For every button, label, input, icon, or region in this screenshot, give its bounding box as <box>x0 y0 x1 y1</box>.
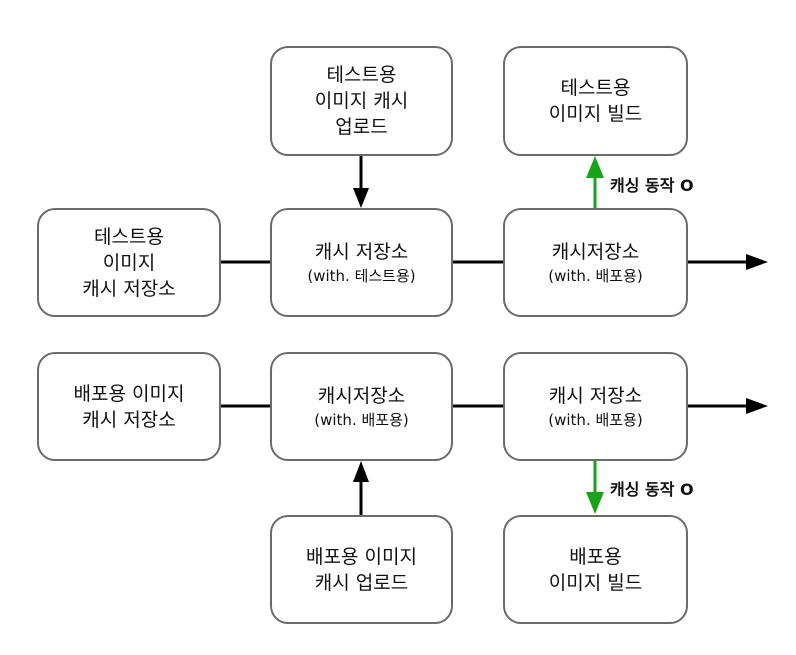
edge-label-top-caching: 캐싱 동작 O <box>610 176 694 195</box>
arrowhead-deploy-build <box>586 492 604 514</box>
arrowhead-row1-output <box>746 254 768 270</box>
node-cache-storage-with-deploy-right: 캐시 저장소 (with. 배포용) <box>503 352 688 461</box>
edge-label-bottom-caching: 캐싱 동작 O <box>610 480 694 499</box>
node-title: 캐시 저장소 <box>548 384 643 407</box>
node-cache-storage-with-test: 캐시 저장소 (with. 테스트용) <box>270 208 453 317</box>
node-label-line: 배포용 <box>569 545 622 568</box>
node-test-image-cache-upload: 테스트용 이미지 캐시 업로드 <box>270 46 453 156</box>
node-deploy-image-cache-upload: 배포용 이미지 캐시 업로드 <box>270 515 453 624</box>
node-label-line: 테스트용 <box>94 225 164 248</box>
node-label-line: 배포용 이미지 <box>73 382 185 405</box>
node-title: 캐시저장소 <box>317 384 406 407</box>
node-subtitle: (with. 배포용) <box>548 266 643 285</box>
node-subtitle: (with. 배포용) <box>548 410 643 429</box>
node-test-image-cache-storage: 테스트용 이미지 캐시 저장소 <box>37 208 221 317</box>
node-label-line: 이미지 빌드 <box>548 571 643 594</box>
node-cache-storage-with-deploy-top: 캐시저장소 (with. 배포용) <box>503 208 688 317</box>
node-label-line: 테스트용 <box>560 77 631 99</box>
node-label-line: 배포용 이미지 <box>306 545 417 568</box>
node-label-line: 테스트용 <box>326 64 397 86</box>
node-test-image-build: 테스트용 이미지 빌드 <box>503 46 688 156</box>
node-title: 캐시 저장소 <box>314 240 409 263</box>
node-deploy-image-cache-storage: 배포용 이미지 캐시 저장소 <box>37 352 221 461</box>
arrowhead-deploy-upload <box>353 461 369 482</box>
node-label-line: 이미지 빌드 <box>548 103 643 125</box>
node-label-line: 캐시 저장소 <box>82 408 176 431</box>
arrowhead-row2-output <box>746 398 768 414</box>
node-label-line: 이미지 <box>102 251 156 274</box>
node-label-line: 캐시 저장소 <box>82 277 176 300</box>
node-cache-storage-with-deploy-middle: 캐시저장소 (with. 배포용) <box>270 352 453 461</box>
node-label-line: 캐시 업로드 <box>314 571 409 594</box>
node-title: 캐시저장소 <box>551 240 640 263</box>
node-subtitle: (with. 배포용) <box>314 410 409 429</box>
node-label-line: 이미지 캐시 <box>314 90 409 112</box>
node-deploy-image-build: 배포용 이미지 빌드 <box>503 515 688 624</box>
node-subtitle: (with. 테스트용) <box>307 266 416 285</box>
node-label-line: 업로드 <box>335 116 388 138</box>
arrowhead-test-build <box>586 156 604 178</box>
arrowhead-test-upload <box>353 188 369 208</box>
